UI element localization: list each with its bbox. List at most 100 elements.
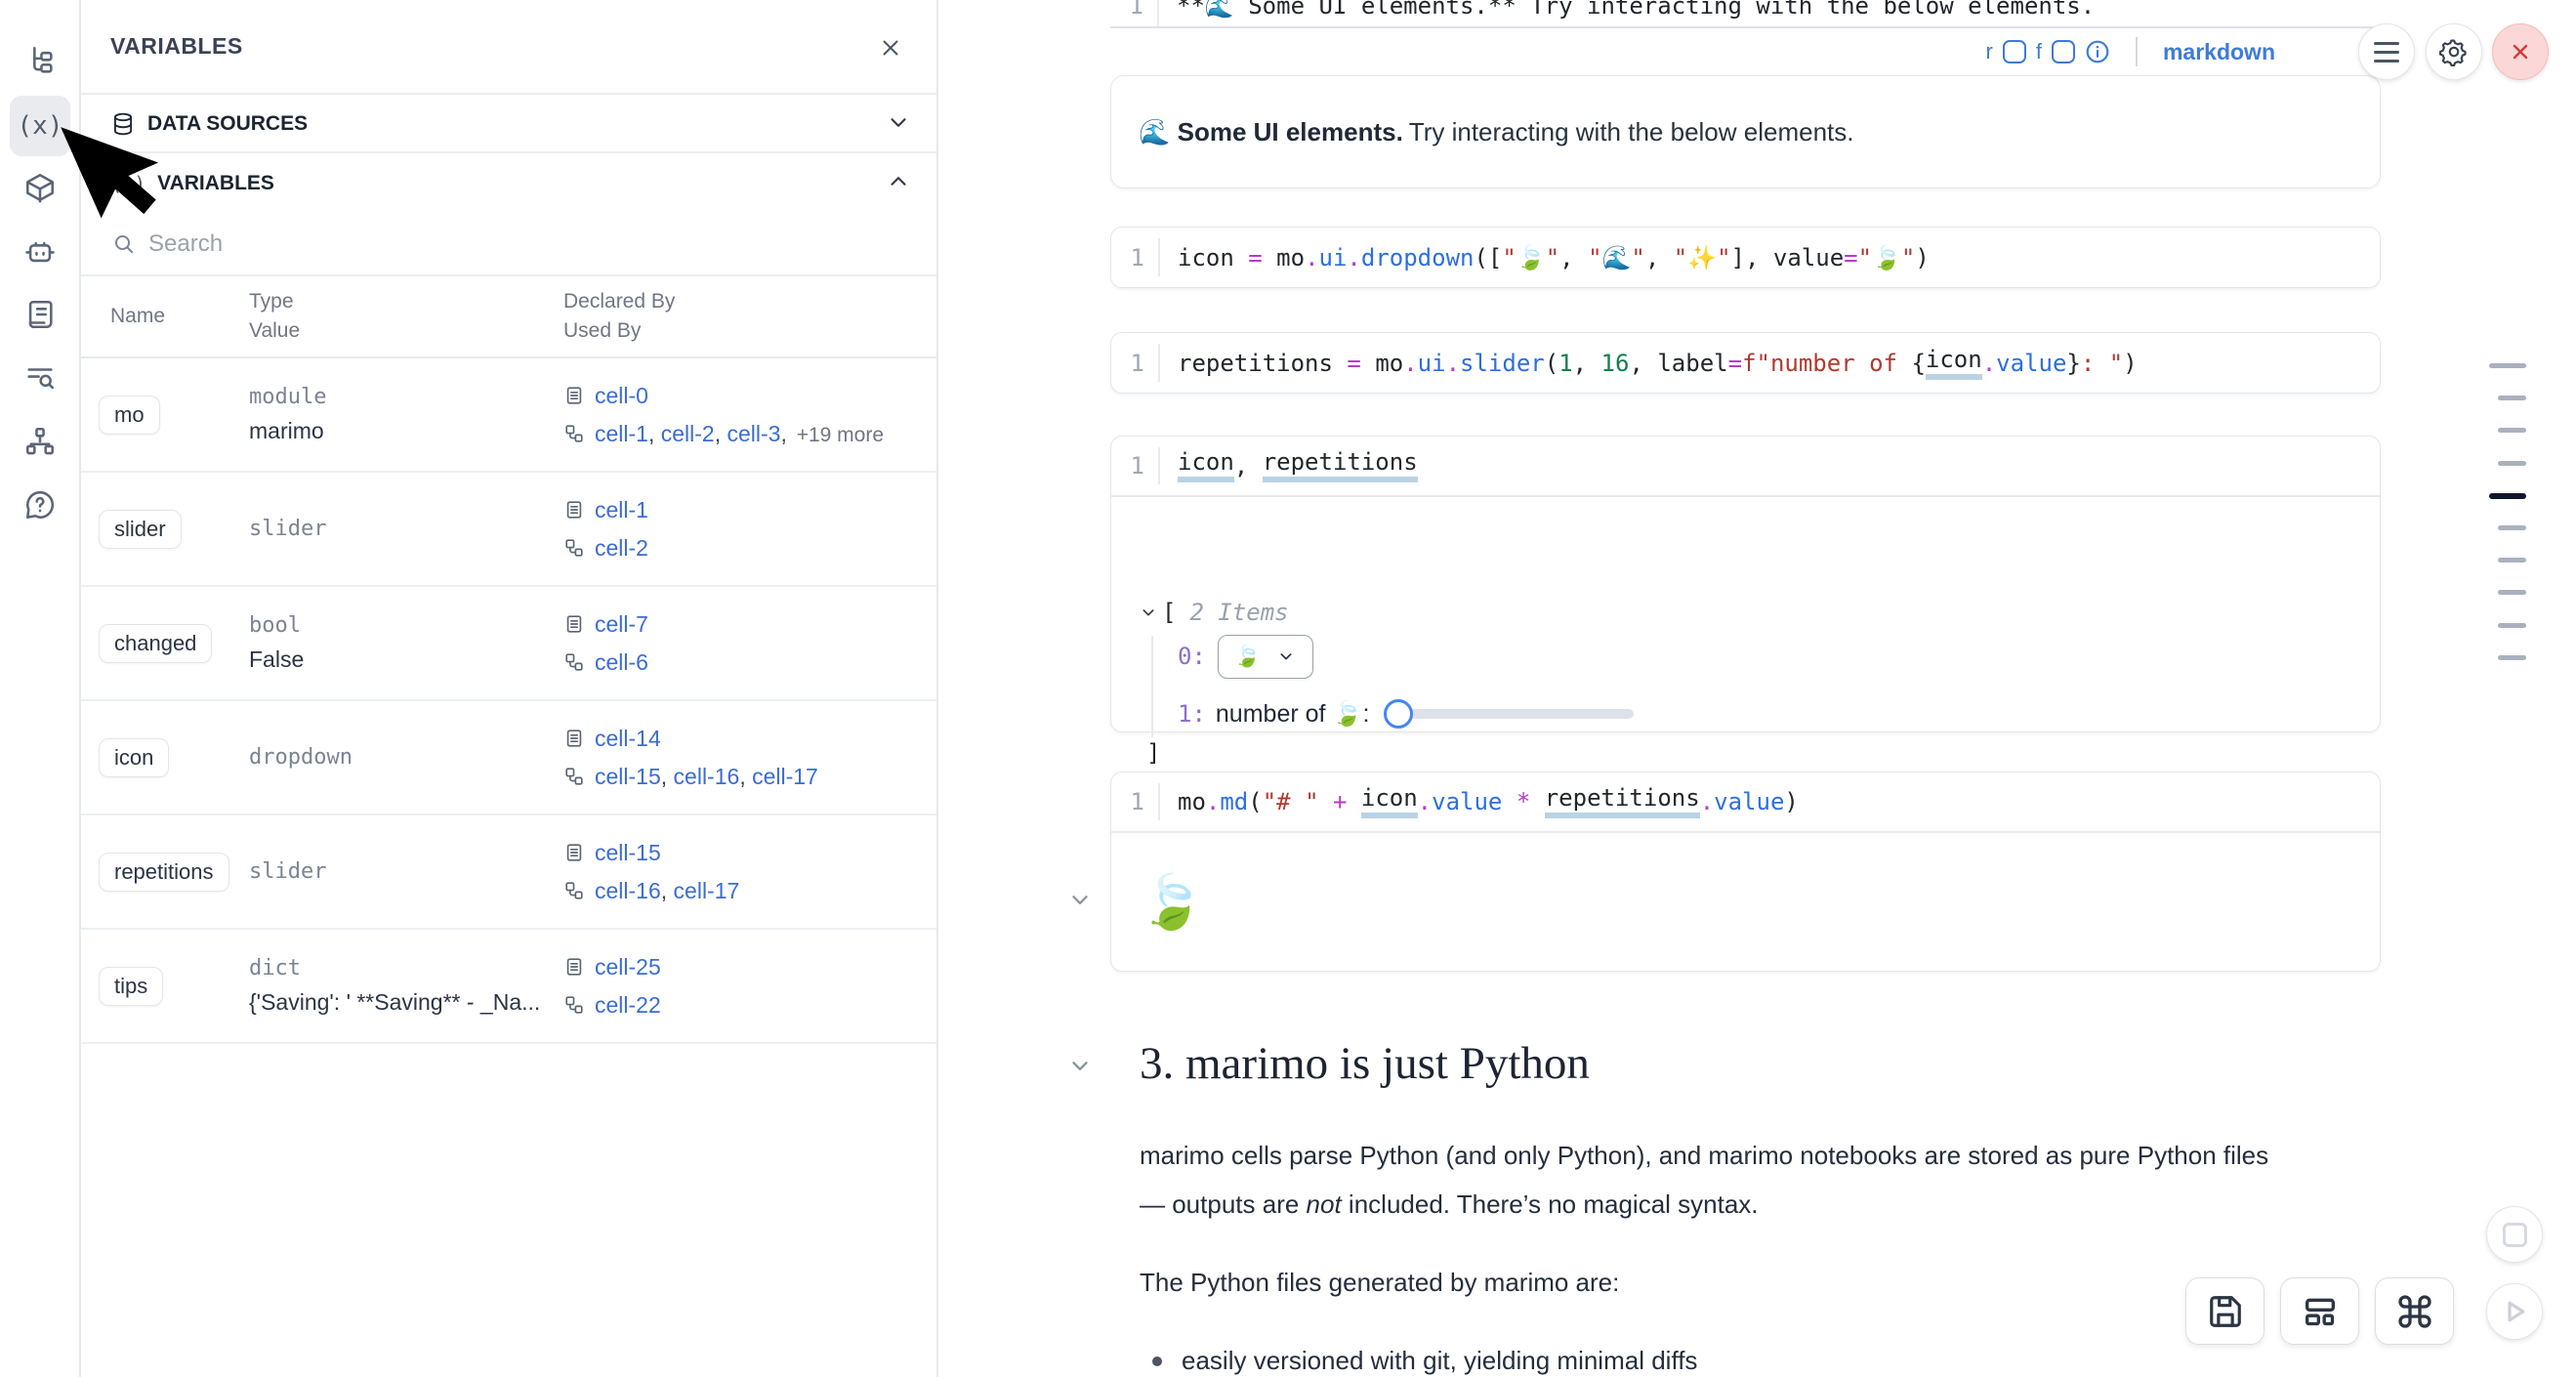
layout-toggle-button[interactable] [2280, 1277, 2359, 1345]
minimap-mark[interactable] [2498, 461, 2526, 466]
data-sources-section-header[interactable]: DATA SOURCES [81, 97, 936, 153]
code-cell-markdown-expr[interactable]: 1 mo.md("# " + icon.value * repetitions.… [1110, 772, 2381, 972]
variable-name-chip[interactable]: changed [99, 623, 213, 663]
cell-link[interactable]: cell-25 [595, 953, 661, 980]
sidebar-item-scratchpad[interactable] [10, 286, 70, 347]
minimap-mark[interactable] [2489, 363, 2526, 368]
cell-link[interactable]: cell-16 [673, 763, 740, 789]
code-cell-tuple[interactable]: 1 icon, repetitions [ 2 Items 0: 🍃 1: nu… [1110, 436, 2381, 767]
paragraph: marimo cells parse Python (and only Pyth… [1140, 1141, 2269, 1219]
cell-link[interactable]: cell-22 [595, 991, 661, 1018]
save-icon [2209, 1295, 2241, 1327]
delete-cell-button[interactable] [2492, 23, 2549, 80]
cell-link[interactable]: cell-2 [660, 420, 715, 446]
layout-icon [2305, 1298, 2335, 1325]
variable-type: slider [249, 517, 327, 541]
declared-by-line: cell-15 [563, 840, 936, 866]
markdown-cell-editor[interactable]: 1 **🌊 Some UI elements.** Try interactin… [1110, 0, 2381, 28]
sidebar-item-variables[interactable]: (x) [10, 96, 70, 156]
code-cell-slider[interactable]: 1 repetitions = mo.ui.slider(1, 16, labe… [1110, 332, 2381, 394]
package-icon [23, 171, 57, 209]
variable-name-chip[interactable]: icon [99, 737, 170, 777]
cell-language-badge[interactable]: markdown [2162, 38, 2275, 64]
command-icon [2397, 1294, 2431, 1328]
search-input[interactable] [148, 230, 734, 258]
cell-link[interactable]: cell-15 [595, 839, 661, 865]
info-icon[interactable] [2085, 39, 2110, 64]
bracket-open: [ [1162, 599, 1177, 626]
minimap-mark[interactable] [2498, 428, 2526, 433]
list-search-icon [23, 361, 57, 399]
variable-name-chip[interactable]: repetitions [99, 852, 229, 892]
cell-link[interactable]: cell-7 [595, 610, 648, 637]
code-line[interactable]: mo.md("# " + icon.value * repetitions.va… [1158, 782, 1799, 821]
variable-name-chip[interactable]: mo [99, 395, 160, 435]
cell-settings-button[interactable] [2426, 23, 2482, 80]
used-by-line: cell-15, cell-16, cell-17 [563, 764, 936, 790]
code-line[interactable]: **🌊 Some UI elements.** Try interacting … [1157, 0, 2095, 26]
chevron-up-icon[interactable] [886, 169, 911, 199]
toggle-r-checkbox[interactable] [2002, 40, 2026, 63]
minimap-mark[interactable] [2498, 396, 2526, 400]
cell-link[interactable]: cell-16 [595, 877, 661, 903]
chevron-down-icon [1280, 653, 1292, 660]
section-heading: 3. marimo is just Python [1140, 1038, 1590, 1089]
sidebar-item-ai-assistant[interactable] [10, 223, 70, 283]
slider-thumb[interactable] [1383, 699, 1413, 729]
cell-link[interactable]: cell-17 [673, 877, 740, 903]
sidebar-item-help[interactable] [10, 477, 70, 537]
cell-link[interactable]: cell-17 [752, 763, 818, 789]
column-declared-by: Declared By [563, 290, 676, 313]
code-line[interactable]: icon, repetitions [1158, 446, 1418, 485]
used-by-line: cell-22 [563, 992, 936, 1019]
variable-name-chip[interactable]: tips [99, 966, 164, 1006]
variables-panel: VARIABLES DATA SOURCES (x) VARIABLES [81, 0, 938, 1377]
panel-header: VARIABLES [81, 0, 936, 95]
section-collapse-icon[interactable] [1067, 1053, 1093, 1083]
cell-link[interactable]: cell-1 [595, 496, 648, 522]
minimap-mark[interactable] [2498, 655, 2526, 660]
minimap-mark[interactable] [2498, 623, 2526, 628]
minimap-mark[interactable] [2498, 590, 2526, 595]
dropdown-selected-value: 🍃 [1233, 644, 1262, 668]
cell-link[interactable]: cell-1 [595, 420, 648, 446]
database-icon [110, 111, 136, 137]
variable-name-chip[interactable]: slider [99, 509, 182, 549]
minimap-mark[interactable] [2498, 525, 2526, 530]
sidebar-item-file-tree[interactable] [10, 32, 70, 93]
used-by-line: cell-16, cell-17 [563, 878, 936, 904]
code-line[interactable]: repetitions = mo.ui.slider(1, 16, label=… [1158, 343, 2138, 383]
minimap-mark-active[interactable] [2489, 493, 2526, 499]
cell-link[interactable]: cell-15 [595, 763, 661, 789]
toggle-f-checkbox[interactable] [2051, 40, 2075, 63]
cell-link[interactable]: cell-0 [595, 382, 648, 408]
sidebar-item-snippets[interactable] [10, 350, 70, 410]
stop-button[interactable] [2486, 1206, 2543, 1263]
keyboard-shortcuts-button[interactable] [2375, 1277, 2454, 1345]
output-bold-text: 🌊 Some UI elements. [1139, 116, 1403, 146]
indent-guide [1151, 636, 1153, 737]
cell-link[interactable]: cell-3 [727, 420, 781, 446]
run-button[interactable] [2486, 1283, 2543, 1340]
slider-track[interactable] [1383, 699, 1634, 729]
tree-collapse-icon[interactable] [1141, 605, 1156, 620]
chevron-down-icon[interactable] [886, 109, 911, 140]
bracket-close: ] [1146, 739, 1161, 767]
close-panel-button[interactable] [874, 31, 907, 64]
cell-link[interactable]: cell-14 [595, 725, 661, 751]
cell-menu-button[interactable] [2358, 23, 2415, 80]
code-line[interactable]: icon = mo.ui.dropdown(["🍃", "🌊", "✨"], v… [1158, 237, 1930, 277]
cell-link[interactable]: cell-6 [595, 648, 648, 675]
minimap-mark[interactable] [2498, 558, 2526, 563]
output-collapse-icon[interactable] [1067, 887, 1093, 917]
column-used-by: Used By [563, 319, 642, 342]
sidebar-item-dependency-graph[interactable] [10, 413, 70, 474]
save-button[interactable] [2185, 1277, 2264, 1345]
code-cell-dropdown[interactable]: 1 icon = mo.ui.dropdown(["🍃", "🌊", "✨"],… [1110, 227, 2381, 288]
items-count-label: 2 Items [1189, 599, 1289, 626]
sidebar-item-packages[interactable] [10, 159, 70, 220]
cell-link[interactable]: cell-2 [595, 534, 648, 561]
dropdown-widget[interactable]: 🍃 [1217, 634, 1313, 679]
